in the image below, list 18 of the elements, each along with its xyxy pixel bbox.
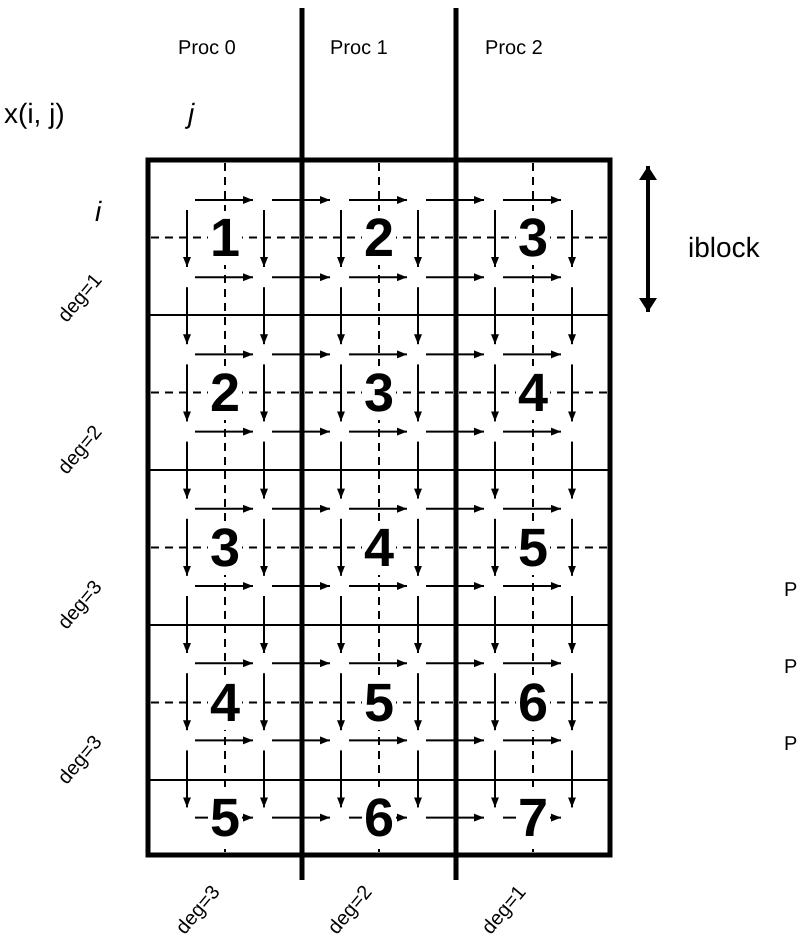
block-number: 2	[362, 210, 396, 264]
column-header: Proc 1	[330, 38, 388, 58]
axis-label: i	[95, 198, 102, 226]
dimension-label: iblock	[688, 234, 760, 262]
block-number: 5	[208, 790, 242, 844]
block-number: 7	[516, 790, 550, 844]
block-number: 4	[516, 366, 550, 420]
column-header: Proc 2	[485, 38, 543, 58]
block-number: 3	[516, 210, 550, 264]
cut-off-label: P	[784, 657, 798, 677]
cut-off-label: P	[784, 580, 798, 600]
block-number: 2	[208, 366, 242, 420]
array-label: x(i, j)	[4, 100, 65, 128]
column-header: Proc 0	[178, 38, 236, 58]
block-number: 6	[362, 790, 396, 844]
cut-off-label: P	[784, 734, 798, 754]
block-number: 1	[208, 210, 242, 264]
block-number: 3	[362, 366, 396, 420]
